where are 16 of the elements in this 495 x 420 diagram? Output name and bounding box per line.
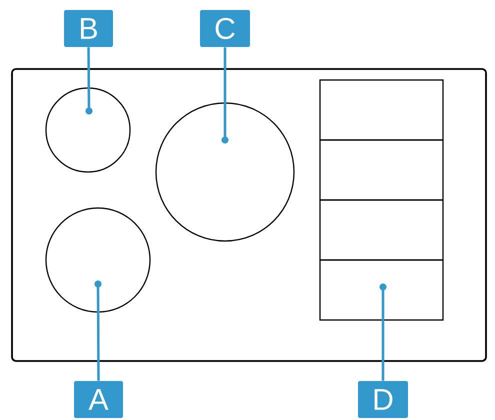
burner-circle xyxy=(45,207,151,313)
leader-line xyxy=(222,47,228,144)
panel-box xyxy=(319,199,444,261)
panel-box xyxy=(319,79,444,141)
panel-box xyxy=(319,259,444,321)
cooktop-outline xyxy=(11,68,487,362)
callout-letter: C xyxy=(200,10,250,47)
callout-letter: A xyxy=(74,380,123,418)
callout-letter: B xyxy=(64,10,113,47)
leader-line xyxy=(380,283,386,381)
callout-letter: D xyxy=(358,380,408,418)
panel-box xyxy=(319,139,444,201)
leader-line xyxy=(94,280,102,381)
leader-line xyxy=(86,47,92,114)
burner-circle xyxy=(155,102,295,242)
burner-circle xyxy=(45,87,131,173)
